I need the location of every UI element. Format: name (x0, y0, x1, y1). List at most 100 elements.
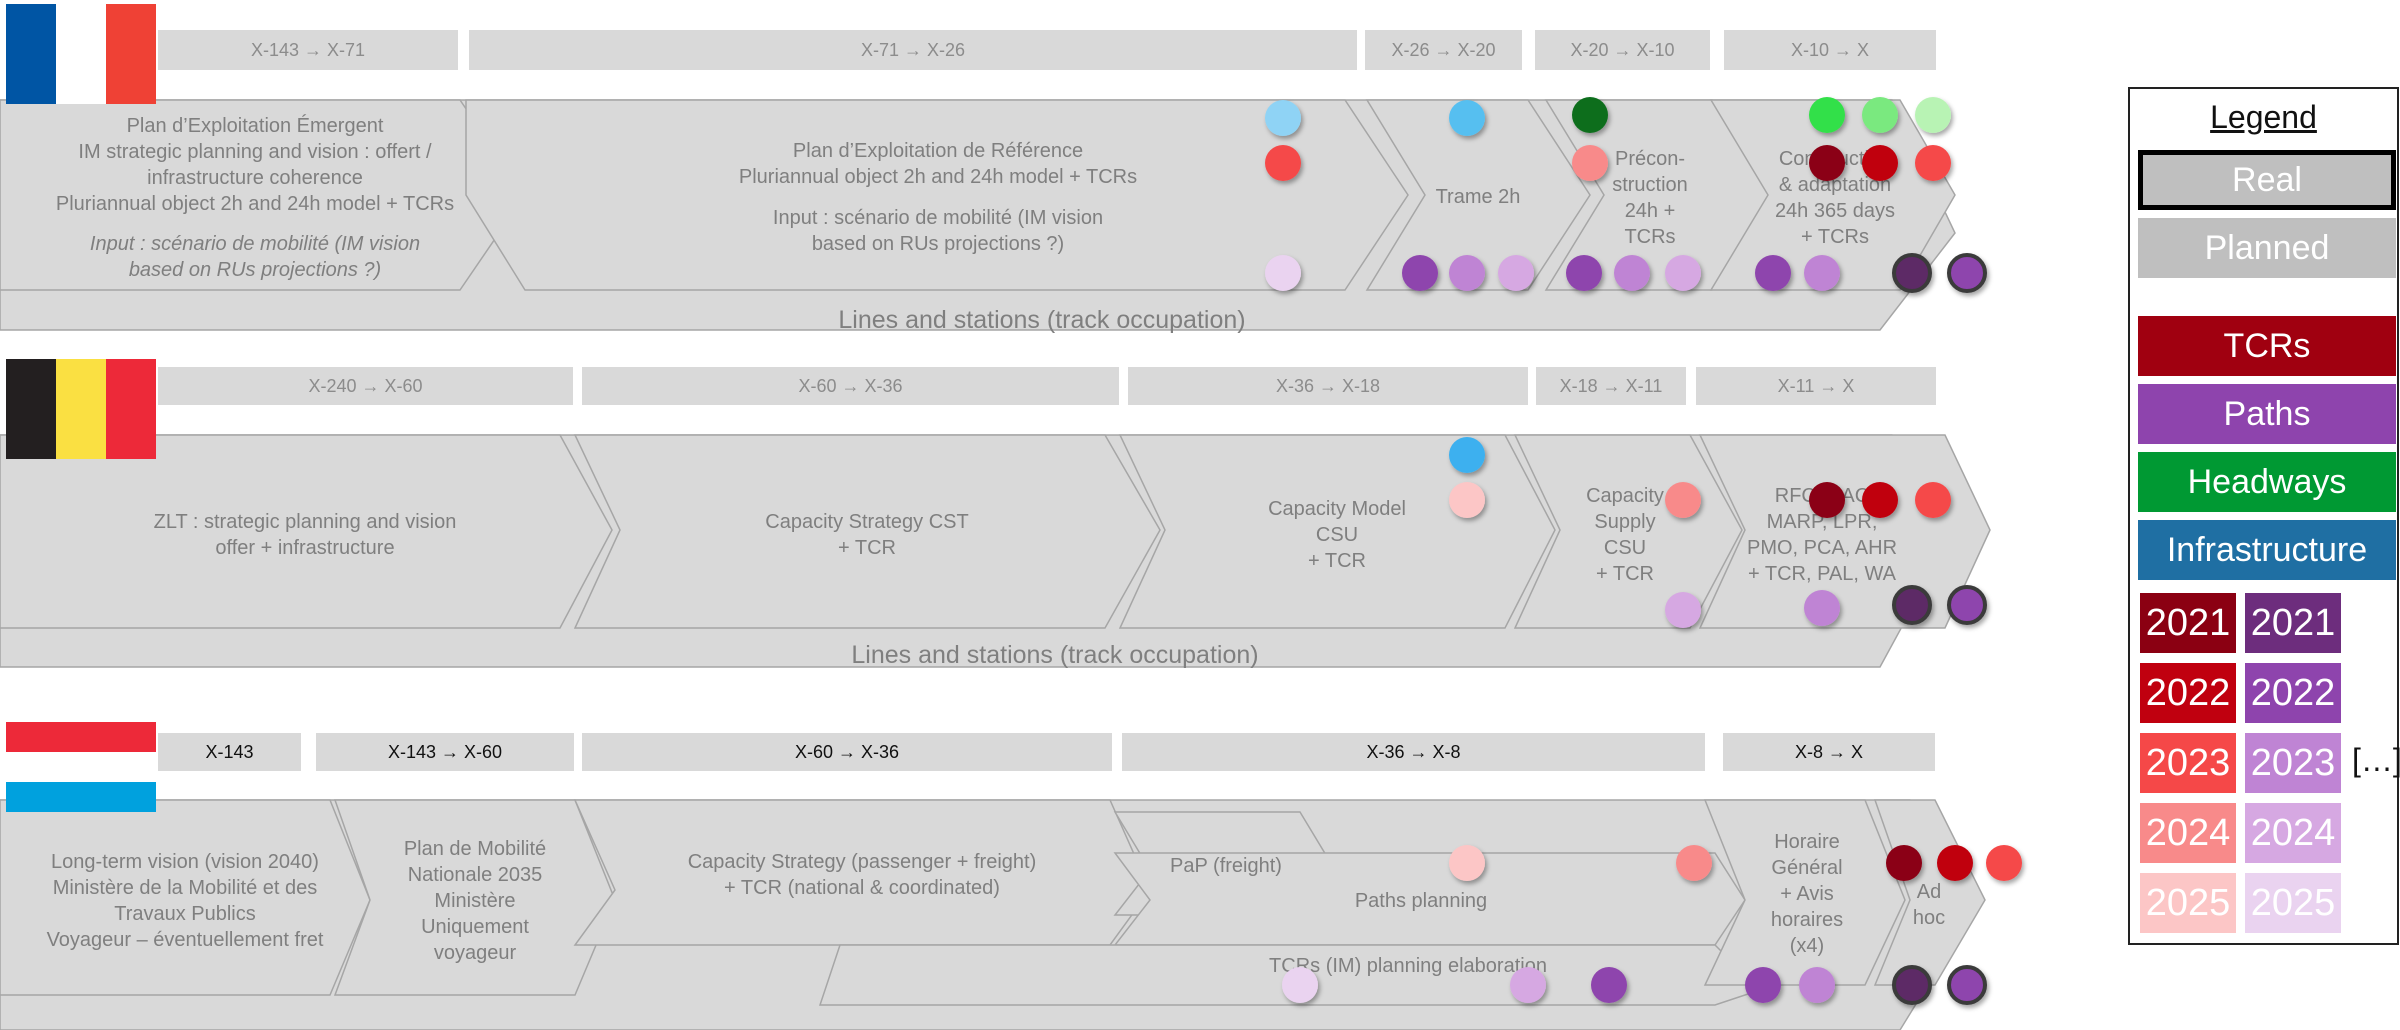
legend-paths-2024: 2024 (2245, 803, 2341, 863)
step-text: Supply (1594, 511, 1655, 533)
step-text: 24h + (1625, 200, 1676, 222)
tcr-dot (1809, 145, 1845, 181)
legend-tcr-2025: 2025 (2140, 873, 2236, 933)
flag-band (6, 782, 156, 812)
paths-dot (1402, 255, 1438, 291)
headways-dot (1572, 97, 1608, 133)
phase-bar (1696, 367, 1936, 405)
legend-tcr-2023: 2023 (2140, 733, 2236, 793)
tcr-dot (1915, 145, 1951, 181)
phase-bar-label: X-11 → X (1778, 376, 1855, 396)
paths-dot (1799, 967, 1835, 1003)
phase-bar-label: X-18 → X-11 (1560, 376, 1663, 396)
paths-dot (1449, 255, 1485, 291)
flag-band (6, 359, 56, 459)
chevron-step (0, 434, 613, 629)
phase-bar-label: X-26 → X-20 (1391, 40, 1495, 60)
step-text: Ministère de la Mobilité et des (53, 877, 318, 899)
step-text: offer + infrastructure (215, 537, 394, 559)
phase-bar (158, 733, 301, 771)
paths-dot (1265, 255, 1301, 291)
step-text: struction (1612, 174, 1688, 196)
tcr-dot (1665, 482, 1701, 518)
phase-bar (1535, 30, 1710, 70)
legend-paths-2021: 2021 (2245, 593, 2341, 653)
phase-bar-label: X-143 → X-71 (251, 40, 365, 60)
tcr-dot (1449, 845, 1485, 881)
phase-bar (158, 367, 573, 405)
legend-tcr-2022: 2022 (2140, 663, 2236, 723)
tcr-dot (1915, 482, 1951, 518)
step-text: 24h 365 days (1775, 200, 1895, 222)
tcr-dot (1449, 482, 1485, 518)
step-text: + TCR (national & coordinated) (724, 877, 1000, 899)
step-text: + TCR (1308, 550, 1366, 572)
flag-band (56, 4, 106, 104)
step-text: + TCR, PAL, WA (1748, 563, 1897, 585)
step-text: Plan d’Exploitation Émergent (127, 114, 384, 137)
flag-band (56, 359, 106, 459)
legend-real: Real (2138, 150, 2396, 210)
tcr-dot (1862, 482, 1898, 518)
chevron-step (1365, 99, 1591, 291)
chevron-step (1698, 434, 1991, 629)
step-text: Uniquement (421, 916, 529, 938)
phase-bar-label: X-36 → X-8 (1366, 742, 1460, 762)
flag-band (106, 359, 156, 459)
legend-infrastructure: Infrastructure (2138, 520, 2396, 580)
step-text: Général (1771, 857, 1842, 879)
paths-dot (1947, 965, 1987, 1005)
paths-dot (1947, 585, 1987, 625)
step-input-text: Input : scénario de mobilité (IM vision (90, 233, 420, 255)
step-text: Ministère (434, 890, 515, 912)
tcr-dot (1886, 845, 1922, 881)
chevron-step (1703, 799, 1906, 986)
track-label: Lines and stations (track occupation) (838, 306, 1245, 334)
step-text: Paths planning (1355, 890, 1487, 912)
step-text: CSU (1604, 537, 1646, 559)
legend-paths-2022: 2022 (2245, 663, 2341, 723)
step-text: hoc (1913, 907, 1945, 929)
infrastructure-dot (1449, 437, 1485, 473)
legend-paths-2023: 2023 (2245, 733, 2341, 793)
step-text: PMO, PCA, AHR (1747, 537, 1897, 559)
step-text: + Avis (1780, 883, 1834, 905)
phase-bar (1723, 733, 1935, 771)
tcr-dot (1572, 145, 1608, 181)
phase-bar (582, 367, 1119, 405)
paths-dot (1755, 255, 1791, 291)
paths-dot (1665, 255, 1701, 291)
step-text: Voyageur – éventuellement fret (47, 929, 324, 951)
paths-dot (1892, 585, 1932, 625)
step-text: IM strategic planning and vision : offer… (78, 141, 432, 163)
step-text: Long-term vision (vision 2040) (51, 851, 319, 873)
step-text: Ad (1917, 881, 1941, 903)
paths-dot (1745, 967, 1781, 1003)
paths-dot (1498, 255, 1534, 291)
headways-dot (1809, 97, 1845, 133)
phase-bar (469, 30, 1357, 70)
phase-bar-label: X-143 → X-60 (388, 742, 502, 762)
chevron-step (0, 99, 526, 291)
step-text: horaires (1771, 909, 1843, 931)
phase-bar (1128, 367, 1528, 405)
paths-dot (1510, 967, 1546, 1003)
legend-paths-2025: 2025 (2245, 873, 2341, 933)
track-label: Lines and stations (track occupation) (851, 641, 1258, 669)
step-text: Travaux Publics (114, 903, 256, 925)
step-text: MARP, LPR, (1767, 511, 1878, 533)
phase-bar-label: X-10 → X (1791, 40, 1869, 60)
step-text: Capacity (1586, 485, 1664, 507)
chevron-step (0, 799, 371, 996)
legend-ellipsis: […] (2352, 742, 2400, 778)
flag-belgium (6, 359, 156, 459)
step-input-text: based on RUs projections ?) (812, 233, 1064, 255)
step-text: TCRs (1624, 226, 1675, 248)
phase-bar-label: X-36 → X-18 (1276, 376, 1380, 396)
phase-bar (316, 733, 574, 771)
step-text: Trame 2h (1436, 186, 1521, 208)
step-text: infrastructure coherence (147, 167, 363, 189)
paths-dot (1892, 253, 1932, 293)
step-text: (x4) (1790, 935, 1824, 957)
